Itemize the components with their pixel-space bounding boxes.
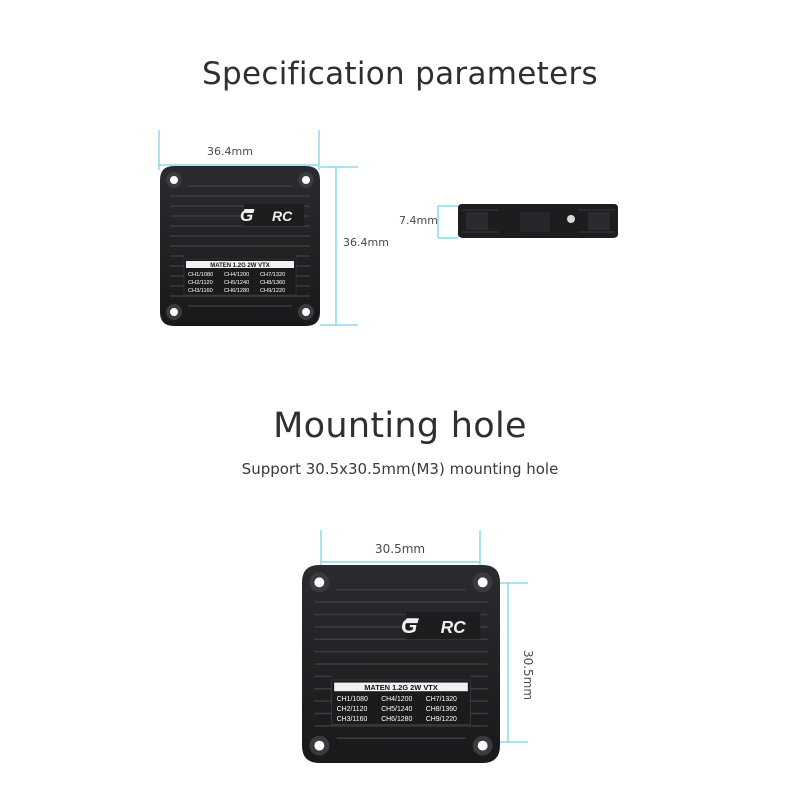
svg-text:CH3/1160: CH3/1160 bbox=[188, 288, 213, 294]
svg-text:CH7/1320: CH7/1320 bbox=[260, 272, 285, 278]
mounting-holes-2 bbox=[309, 572, 493, 756]
label-title-2: MATEN 1.2G 2W VTX bbox=[364, 683, 438, 692]
logo-rc: RC bbox=[272, 208, 293, 224]
channel-table: CH1/1080 CH4/1200 CH7/1320 CH2/1120 CH5/124… bbox=[188, 272, 285, 294]
side-fins bbox=[462, 209, 614, 233]
svg-text:CH3/1160: CH3/1160 bbox=[337, 716, 368, 723]
side-port bbox=[567, 215, 575, 223]
logo-rc-2: RC bbox=[441, 617, 467, 637]
mount-subtitle: Support 30.5x30.5mm(M3) mounting hole bbox=[241, 460, 559, 478]
svg-text:CH8/1360: CH8/1360 bbox=[426, 706, 457, 713]
svg-text:CH8/1360: CH8/1360 bbox=[260, 280, 285, 286]
svg-text:CH5/1240: CH5/1240 bbox=[224, 280, 249, 286]
hole-height-label: 30.5mm bbox=[521, 649, 536, 701]
vtx-side-view bbox=[458, 204, 618, 238]
top-height-label: 36.4mm bbox=[343, 236, 389, 249]
svg-text:CH4/1200: CH4/1200 bbox=[381, 696, 412, 703]
channel-table-2: CH1/1080 CH4/1200 CH7/1320 CH2/1120 CH5/124… bbox=[337, 696, 457, 723]
svg-text:CH1/1080: CH1/1080 bbox=[188, 272, 213, 278]
logo-g: G bbox=[240, 206, 253, 225]
svg-text:CH6/1280: CH6/1280 bbox=[224, 288, 249, 294]
cooling-fins-2 bbox=[314, 589, 488, 739]
svg-text:CH7/1320: CH7/1320 bbox=[426, 696, 457, 703]
label-title: MATEN 1.2G 2W VTX bbox=[210, 263, 270, 269]
logo-dash bbox=[243, 209, 255, 213]
svg-text:CH9/1220: CH9/1220 bbox=[260, 288, 285, 294]
thickness-label: 7.4mm bbox=[399, 214, 438, 227]
spec-title: Specification parameters bbox=[202, 56, 598, 92]
svg-text:CH2/1120: CH2/1120 bbox=[188, 280, 213, 286]
mounting-holes bbox=[166, 172, 314, 320]
logo-dash-2 bbox=[405, 618, 419, 624]
svg-text:CH9/1220: CH9/1220 bbox=[426, 716, 457, 723]
svg-text:CH2/1120: CH2/1120 bbox=[337, 706, 368, 713]
hole-width-label: 30.5mm bbox=[375, 542, 426, 556]
side-connector bbox=[520, 212, 550, 232]
mount-title: Mounting hole bbox=[273, 406, 527, 446]
svg-text:CH5/1240: CH5/1240 bbox=[381, 706, 412, 713]
top-width-label: 36.4mm bbox=[207, 145, 253, 158]
svg-text:CH6/1280: CH6/1280 bbox=[381, 716, 412, 723]
svg-text:CH4/1200: CH4/1200 bbox=[224, 272, 249, 278]
svg-text:CH1/1080: CH1/1080 bbox=[337, 696, 368, 703]
